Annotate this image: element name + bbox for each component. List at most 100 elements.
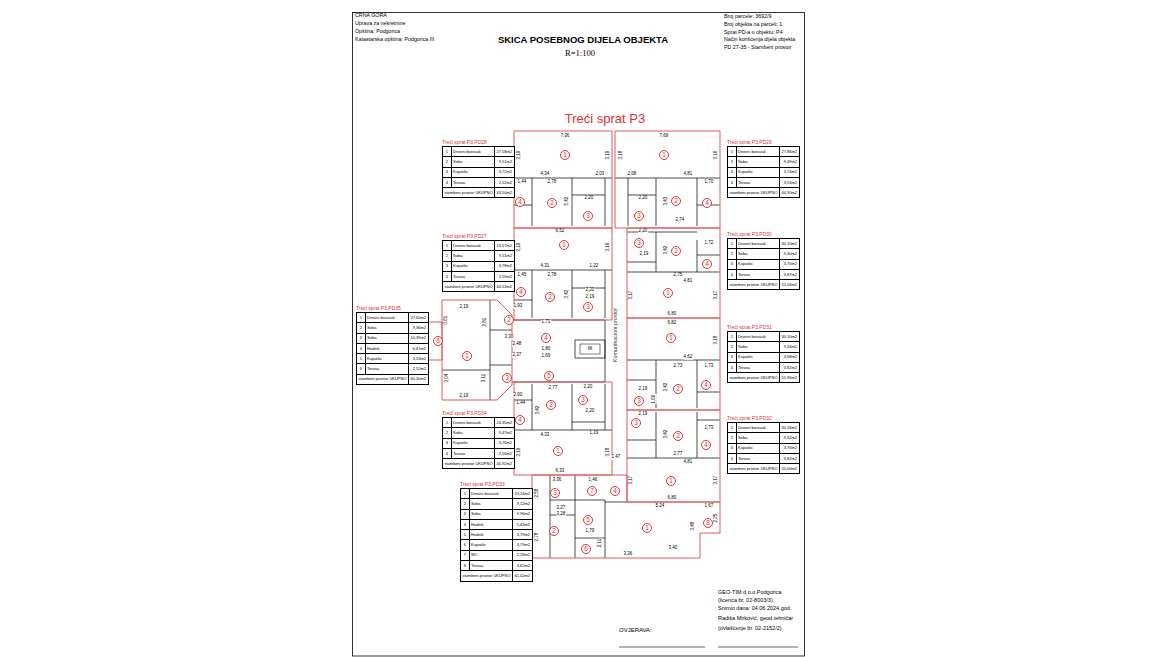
dimension-label: 1,69 bbox=[541, 354, 551, 359]
room-number: 4 bbox=[701, 380, 711, 390]
sheet-title: SKICA POSEBNOG DIJELA OBJEKTA bbox=[498, 35, 668, 45]
table-cell: Soba bbox=[365, 323, 409, 333]
dimension-label: 3,28 bbox=[556, 512, 566, 517]
table-cell: 2,52m2 bbox=[495, 177, 515, 187]
area-table: Treći sprat P3.PD271Dnevni boravak24,57m… bbox=[442, 240, 515, 292]
dimension-label: 4,81 bbox=[683, 172, 693, 177]
room-number-text: 4 bbox=[519, 289, 523, 296]
dimension-label: 3,42 bbox=[664, 382, 669, 392]
table-cell: 61,02m2 bbox=[513, 571, 533, 581]
table-cell: 3,70m2 bbox=[780, 259, 800, 269]
table-row: stambeni prostor UKUPNO43,54m2 bbox=[443, 188, 515, 198]
dimension-label: 3,18 bbox=[606, 447, 611, 457]
room-number: 3 bbox=[502, 373, 512, 383]
dimension-label: 3,18 bbox=[619, 150, 624, 160]
table-heading: Treći sprat P3.PD30 bbox=[727, 232, 772, 237]
table-row: 2Soba9,51m2 bbox=[443, 251, 515, 261]
table-cell: Soba bbox=[736, 249, 780, 259]
table-cell: 1 bbox=[728, 147, 737, 157]
dimension-label: 1,73 bbox=[704, 364, 714, 369]
table-row: 4Terasa3,82m2 bbox=[728, 362, 800, 372]
dimension-label: 2,78 bbox=[535, 532, 540, 542]
room-number: 3 bbox=[583, 211, 593, 221]
table-cell: Soba bbox=[451, 157, 495, 167]
room-number: 3 bbox=[583, 302, 593, 312]
dimension-label: 1,22 bbox=[589, 264, 599, 269]
table-cell: 44,90m2 bbox=[780, 188, 800, 198]
dimension-label: 2,81 bbox=[483, 317, 488, 327]
room-number: 2 bbox=[546, 400, 556, 410]
area-table: Treći sprat P3.PD281Dnevni boravak27,58m… bbox=[442, 146, 515, 198]
room-number-text: 1 bbox=[562, 242, 566, 249]
table-cell: 1 bbox=[443, 147, 452, 157]
table-cell: Dnevni boravak bbox=[736, 147, 780, 157]
table-row: 1Dnevni boravak30,10m2 bbox=[728, 332, 800, 342]
table-cell: 52,06m2 bbox=[780, 280, 800, 290]
table-cell: 9,36m2 bbox=[409, 323, 429, 333]
table-row: 4Hodnik5,63m2 bbox=[461, 519, 533, 529]
table-row: 2Soba9,36m2 bbox=[357, 323, 429, 333]
dimension-label: 1,44 bbox=[516, 401, 526, 406]
area-table: Treći sprat P3.PD311Dnevni boravak30,10m… bbox=[727, 331, 800, 383]
table-cell: 3,53m2 bbox=[780, 177, 800, 187]
area-grid: 1Dnevni boravak24,35m22Soba9,47m23Kupati… bbox=[442, 417, 515, 469]
table-cell: 51,96m2 bbox=[780, 373, 800, 383]
table-cell: 30,10m2 bbox=[780, 332, 800, 342]
table-cell: 3,53m2 bbox=[409, 354, 429, 364]
sheet-note: Komunikacioni prostor bbox=[613, 307, 619, 362]
dimension-label: 3,11 bbox=[482, 373, 487, 382]
table-cell: 6 bbox=[461, 540, 470, 550]
table-cell: 10,39m2 bbox=[409, 333, 429, 343]
table-row: 4Terasa2,56m2 bbox=[443, 448, 515, 458]
table-cell: 3,74m2 bbox=[780, 167, 800, 177]
table-cell: 60,30m2 bbox=[409, 374, 429, 384]
dimension-label: 3,36 bbox=[552, 478, 562, 483]
table-cell: 3 bbox=[461, 509, 470, 519]
dimension-label: 0,61 bbox=[444, 315, 449, 325]
table-row: 6Kupatilo3,79m2 bbox=[461, 540, 533, 550]
room-number: 4 bbox=[702, 198, 712, 208]
room-number-text: 2 bbox=[676, 386, 680, 393]
table-cell: 5 bbox=[357, 354, 366, 364]
area-table: Treći sprat P3.PD331Dnevni boravak24,24m… bbox=[460, 488, 533, 582]
table-cell: 9,40m2 bbox=[780, 249, 800, 259]
table-cell: 3 bbox=[443, 261, 452, 271]
dimension-label: 3,42 bbox=[536, 405, 541, 415]
table-row: stambeni prostor UKUPNO52,06m2 bbox=[728, 280, 800, 290]
table-row: stambeni prostor UKUPNO44,90m2 bbox=[728, 188, 800, 198]
room-number: 1 bbox=[560, 150, 570, 160]
table-row: stambeni prostor UKUPNO50,00m2 bbox=[728, 464, 800, 474]
table-cell: 2 bbox=[443, 251, 452, 261]
dimension-label: 2,19 bbox=[459, 305, 469, 310]
dimension-label: 4,81 bbox=[683, 279, 693, 284]
table-heading: Treći sprat P3.PD29 bbox=[727, 140, 772, 145]
table-cell: 2 bbox=[357, 323, 366, 333]
table-row: 1Dnevni boravak24,57m2 bbox=[443, 241, 515, 251]
dimension-label: 6,33 bbox=[555, 469, 565, 474]
dimension-label: 1,45 bbox=[517, 273, 527, 278]
table-row: 8Terasa3,62m2 bbox=[461, 561, 533, 571]
room-number: 4 bbox=[515, 415, 525, 425]
table-cell: 3,72m2 bbox=[495, 167, 515, 177]
table-row: 2Soba9,34m2 bbox=[728, 342, 800, 352]
sheet-note: Snimio dana: 04.06.2024.god. bbox=[718, 606, 791, 612]
dimension-label: 3,19 bbox=[517, 447, 522, 457]
table-heading: Treći sprat P3.PD33 bbox=[460, 482, 505, 487]
room-number: 2 bbox=[504, 315, 514, 325]
area-table: Treći sprat P3.PD341Dnevni boravak24,35m… bbox=[442, 417, 515, 469]
dimension-label: 1,72 bbox=[704, 241, 714, 246]
room-number-text: 1 bbox=[645, 525, 649, 532]
dimension-label: 7,36 bbox=[560, 134, 570, 139]
room-number-text: 2 bbox=[548, 294, 552, 301]
table-heading: Treći sprat P3.PD32 bbox=[727, 416, 772, 421]
table-row: 3Kupatilo3,76m2 bbox=[443, 438, 515, 448]
area-grid: 1Dnevni boravak24,24m22Soba9,12m23Soba9,… bbox=[460, 488, 533, 582]
dimension-label: 4,33 bbox=[540, 433, 550, 438]
table-row: 7WC2,28m2 bbox=[461, 550, 533, 560]
dimension-label: 3,36 bbox=[623, 552, 633, 557]
room-number-text: 1 bbox=[563, 152, 567, 159]
room-number: 1 bbox=[663, 288, 673, 298]
table-cell: stambeni prostor UKUPNO bbox=[728, 188, 780, 198]
table-cell: 3,82m2 bbox=[780, 453, 800, 463]
